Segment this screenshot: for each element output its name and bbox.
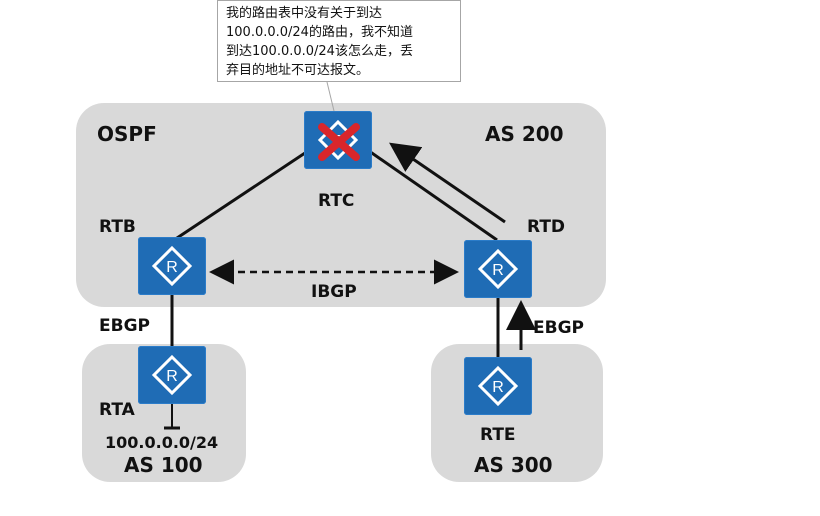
- as100-label: AS 100: [124, 453, 203, 477]
- router-rtc[interactable]: R: [304, 111, 372, 169]
- rtc-label: RTC: [318, 191, 355, 211]
- callout-box: 我的路由表中没有关于到达 100.0.0.0/24的路由，我不知道 到达100.…: [217, 0, 461, 82]
- network-prefix-label: 100.0.0.0/24: [105, 433, 219, 452]
- red-x-icon: [318, 123, 360, 161]
- svg-text:R: R: [492, 379, 504, 396]
- ospf-label: OSPF: [97, 122, 157, 146]
- router-rte[interactable]: R: [464, 357, 532, 415]
- svg-text:R: R: [166, 368, 178, 385]
- ebgp-left-label: EBGP: [99, 316, 150, 336]
- as200-label: AS 200: [485, 122, 564, 146]
- callout-pointer: [326, 81, 335, 112]
- ibgp-label: IBGP: [311, 282, 357, 302]
- callout-line: 弃目的地址不可达报文。: [226, 63, 370, 78]
- router-icon: R: [477, 248, 519, 290]
- router-icon: R: [151, 245, 193, 287]
- as300-label: AS 300: [474, 453, 553, 477]
- rtb-label: RTB: [99, 217, 136, 237]
- svg-text:R: R: [492, 262, 504, 279]
- route-advert-arrow: [389, 142, 506, 224]
- callout-line: 100.0.0.0/24的路由，我不知道: [226, 25, 413, 40]
- ebgp-right-label: EBGP: [533, 318, 584, 338]
- rta-label: RTA: [99, 400, 135, 420]
- svg-text:R: R: [166, 259, 178, 276]
- rte-label: RTE: [480, 425, 516, 445]
- router-rta[interactable]: R: [138, 346, 206, 404]
- callout-line: 到达100.0.0.0/24该怎么走，丢: [226, 44, 413, 59]
- router-icon: R: [477, 365, 519, 407]
- router-rtb[interactable]: R: [138, 237, 206, 295]
- router-icon: R: [151, 354, 193, 396]
- router-rtd[interactable]: R: [464, 240, 532, 298]
- link-rtc-rtd: [368, 149, 498, 242]
- link-rtb-rtc: [173, 149, 309, 242]
- rtd-label: RTD: [527, 217, 566, 237]
- callout-line: 我的路由表中没有关于到达: [226, 6, 383, 21]
